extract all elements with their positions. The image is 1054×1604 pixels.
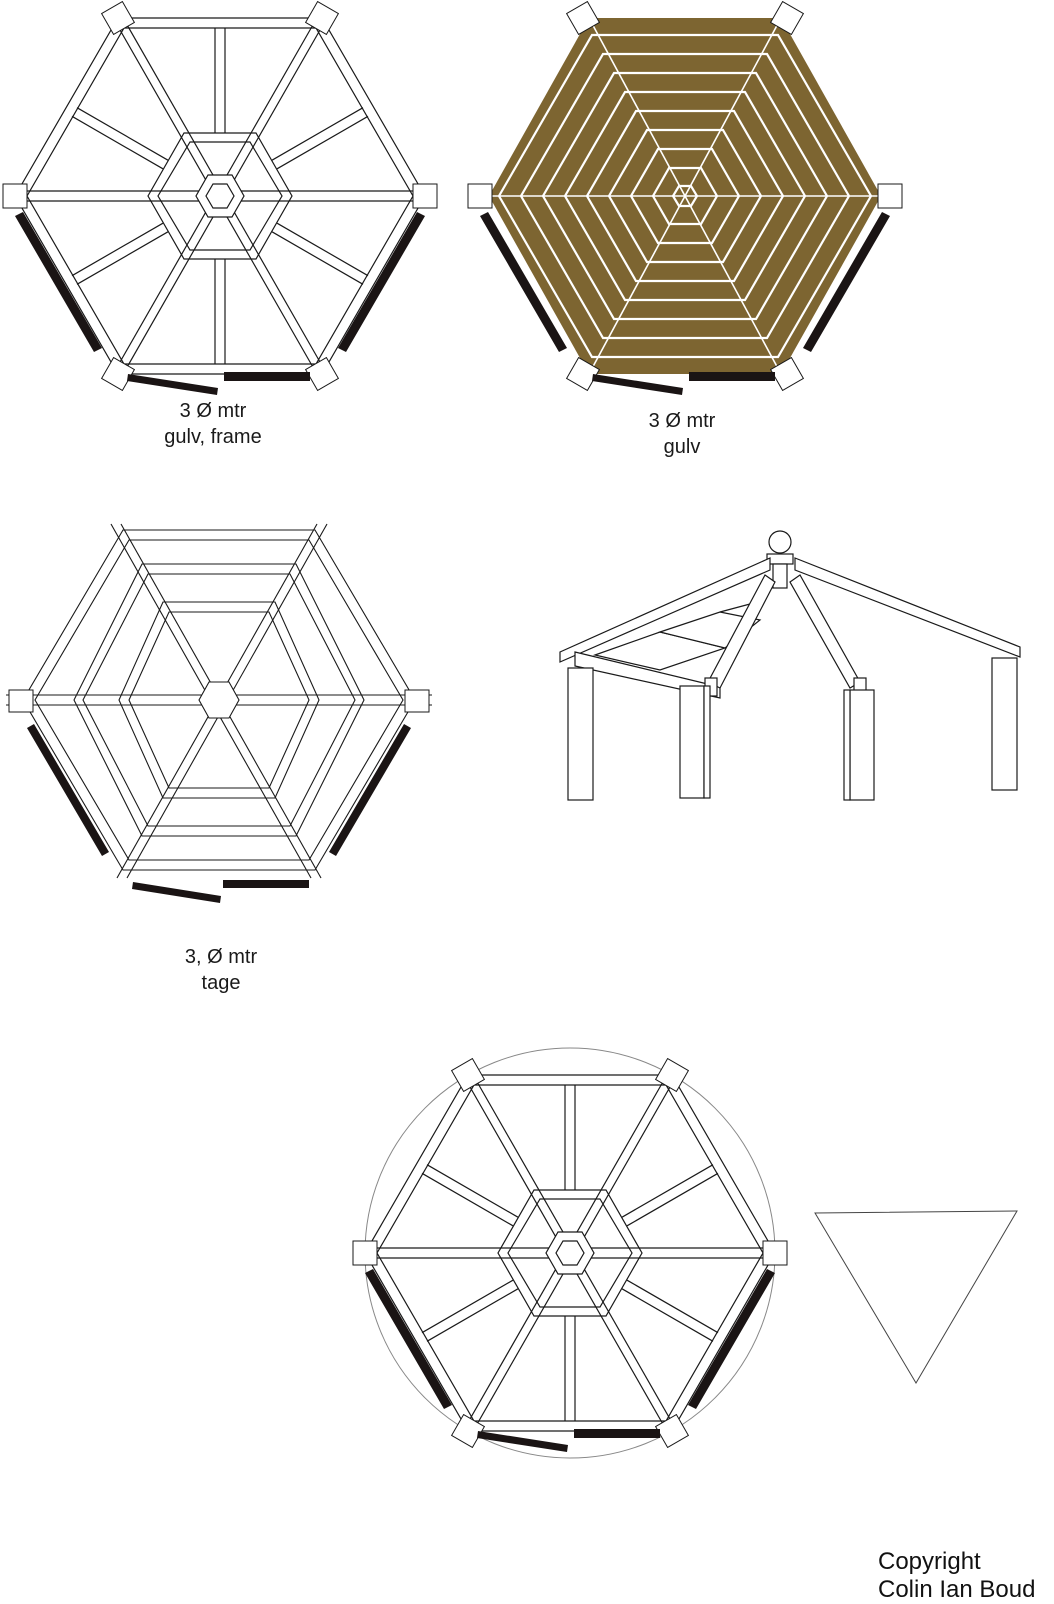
floor-decking-drawing xyxy=(467,0,903,395)
hexagon-frame-icon xyxy=(2,1,438,396)
caption-line1: 3 Ø mtr xyxy=(648,410,716,432)
caption-line1: 3, Ø mtr xyxy=(184,946,258,968)
hexagon-circle-plan-icon xyxy=(352,1047,788,1459)
floor-decking-caption: 3 Ø mtr gulv xyxy=(582,408,782,460)
gazebo-perspective-icon xyxy=(559,530,1021,801)
copyright-line2: Colin Ian Boud xyxy=(878,1576,1036,1603)
caption-line1: 3 Ø mtr xyxy=(179,400,247,422)
triangle-icon xyxy=(814,1210,1018,1384)
circle-plan-drawing xyxy=(350,1045,790,1470)
perspective-drawing xyxy=(559,530,1021,810)
copyright-line1: Copyright xyxy=(878,1548,981,1575)
caption-line2: gulv, frame xyxy=(164,426,262,448)
floor-frame-caption: 3 Ø mtr gulv, frame xyxy=(113,398,313,450)
caption-line2: gulv xyxy=(663,436,701,458)
triangle-drawing xyxy=(812,1208,1022,1388)
roof-frame-caption: 3, Ø mtr tage xyxy=(121,944,321,996)
roof-frame-drawing xyxy=(4,508,434,903)
hexagon-roof-icon xyxy=(6,523,432,903)
floor-frame-drawing xyxy=(2,1,438,396)
hexagon-decking-icon xyxy=(467,0,903,395)
copyright-notice: Copyright Colin Ian Boud xyxy=(878,1548,1035,1604)
caption-line2: tage xyxy=(201,972,241,994)
